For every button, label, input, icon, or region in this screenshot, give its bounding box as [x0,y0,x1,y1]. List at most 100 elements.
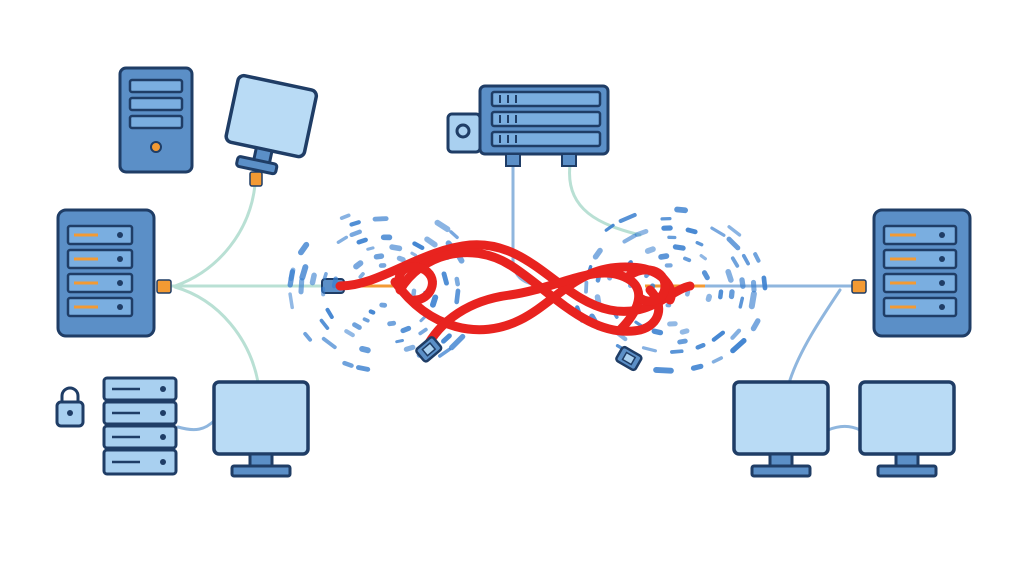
cable-connector-right-icon [615,345,643,372]
signal-dash [701,270,710,281]
signal-dash [761,275,768,291]
signal-dash [672,244,686,251]
knot-loop-left [394,262,437,305]
signal-dash [424,236,438,248]
signal-dash [400,325,412,334]
signal-dash [299,264,309,281]
port-left-rack [156,279,172,294]
server-stack-icon [102,376,178,476]
signal-dash [711,330,725,342]
signal-dash [730,338,747,354]
signal-dash [739,277,746,289]
cable-router-right [568,163,642,237]
signal-dash [454,288,461,305]
signal-dash [298,241,310,256]
signal-dash [685,227,698,235]
monitor-bottom-right-a-icon [732,380,830,478]
signal-dash [349,220,361,227]
server-rack-right-icon [872,208,972,338]
cable-right-rack-to-monitor [788,288,842,382]
signal-dash [653,366,674,374]
signal-dash [454,276,460,287]
signal-dash [730,256,740,268]
signal-dash [748,290,757,310]
signal-dash [358,272,365,279]
signal-dash [690,363,704,371]
server-rack-left-icon [56,208,156,338]
signal-dash [641,346,657,353]
signal-dash [679,328,690,335]
signal-dash [325,307,334,319]
monitor-bottom-left-icon [212,380,310,478]
monitor-bottom-right-b-icon [858,380,956,478]
signal-dash [449,230,459,240]
signal-dash [403,344,416,352]
signal-dash [356,365,371,372]
signal-dash [396,255,406,263]
signal-dash [705,293,712,302]
signal-ripples-left [287,213,466,372]
signal-dash [738,296,745,309]
signal-dash [395,339,404,344]
signal-dash [695,241,704,247]
signal-dash [352,322,362,330]
tilted-monitor-icon [224,73,319,176]
signal-dash [448,333,466,351]
cable-right-monitors-link [826,424,862,432]
signal-dash [288,267,296,282]
signal-dash [685,289,691,297]
signal-dash [321,336,337,350]
signal-dash [683,256,692,263]
signal-dash [359,345,371,354]
signal-dash [441,333,452,344]
signal-dash [298,277,305,295]
signal-dash [728,289,735,300]
signal-dash [658,253,670,260]
signal-dash [430,294,439,308]
signal-dash [622,233,637,244]
signal-dash [750,318,761,332]
signal-dash [373,253,385,260]
lock-icon [55,386,85,428]
signal-dash [753,252,761,263]
port-tilted-monitor [249,171,263,187]
knot-loop-right [625,265,670,306]
signal-dash [727,225,742,237]
signal-dash [710,226,726,237]
port-right-rack [851,279,867,294]
signal-dash [741,253,750,266]
signal-dash [372,216,389,222]
signal-dash [344,329,355,338]
signal-dash [288,292,294,310]
signal-dash [711,356,724,364]
signal-dash [410,251,418,257]
knot-strand-1 [335,240,695,316]
knot-strand-3 [395,248,664,336]
cable-to-monitor-bottom-left [173,285,260,384]
signal-dash [594,294,602,305]
signal-dash [339,213,351,220]
signal-dash [618,212,637,224]
signal-dash [592,247,603,260]
signal-dash [725,269,734,283]
signal-dash [677,338,688,345]
signal-dash [699,254,707,261]
signal-dash [651,328,664,336]
signal-dash [438,347,451,358]
signal-dash [319,318,330,330]
signal-dash [718,289,724,300]
signal-dash [362,317,370,323]
cable-stack-to-monitor [176,418,217,432]
signal-dash [309,272,317,286]
signal-dash [349,229,362,238]
signal-ripples-right [575,206,768,374]
signal-dash [604,223,615,232]
router-icon [446,84,610,167]
signal-dash [412,241,425,250]
signal-dash [441,271,449,286]
signal-dash [356,237,368,245]
signal-dash [353,260,364,270]
signal-dash [644,246,656,254]
signal-dash [726,236,741,251]
